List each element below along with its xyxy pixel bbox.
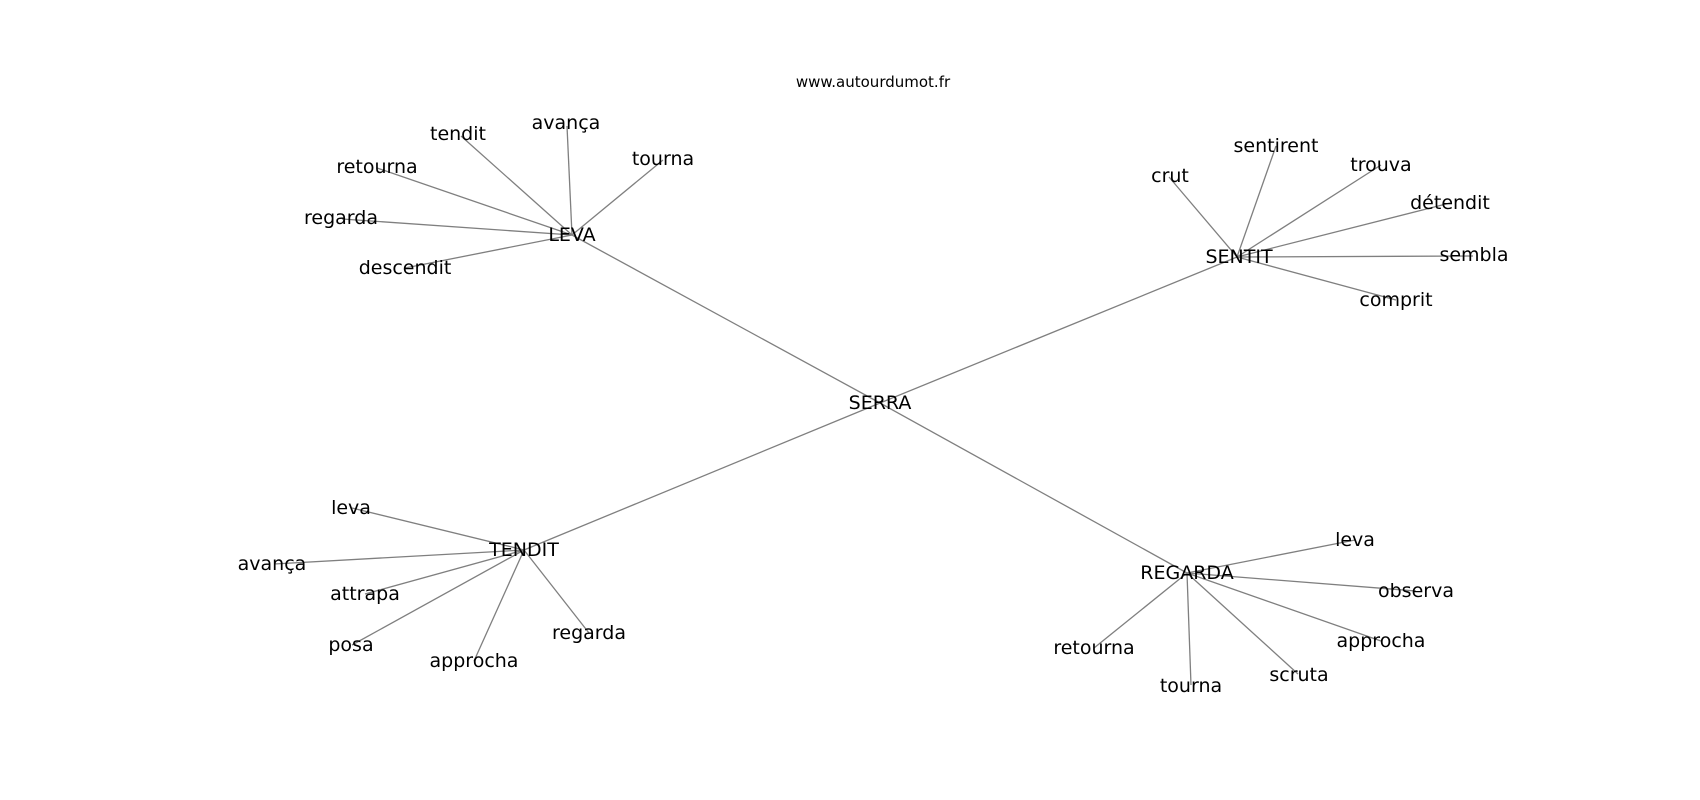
edge-center-sentit	[879, 256, 1238, 404]
edge-tendit-child	[364, 549, 525, 595]
edge-sentit-child	[1236, 145, 1277, 258]
related-word: sembla	[1439, 244, 1508, 266]
edge-regarda-child	[1093, 572, 1188, 649]
site-credit: www.autourdumot.fr	[796, 73, 951, 91]
related-word: retourna	[1053, 637, 1134, 659]
edge-tendit-child	[473, 549, 525, 662]
cluster-word-tendit: TENDIT	[488, 539, 559, 561]
edge-tendit-child	[351, 507, 525, 551]
edge-sentit-child	[1236, 202, 1451, 258]
graph-labels: www.autourdumot.fr SERRA LEVA tendit ava…	[238, 73, 1509, 697]
cluster-word-regarda: REGARDA	[1140, 562, 1233, 584]
edge-sentit-child	[1236, 255, 1474, 258]
edge-leva-child	[460, 135, 573, 236]
edge-regarda-child	[1186, 572, 1382, 642]
related-word: descendit	[359, 257, 452, 279]
related-word: scruta	[1269, 664, 1328, 686]
related-word: leva	[331, 497, 371, 519]
related-word: retourna	[336, 156, 417, 178]
edge-regarda-child	[1186, 572, 1299, 675]
edge-leva-child	[571, 159, 664, 236]
edge-leva-child	[404, 234, 573, 269]
related-word: regarda	[552, 622, 626, 644]
related-word: comprit	[1359, 289, 1432, 311]
edge-tendit-child	[273, 549, 525, 565]
edge-tendit-child	[351, 549, 525, 646]
graph-edges	[273, 125, 1474, 686]
related-word: approcha	[430, 650, 519, 672]
edge-sentit-child	[1236, 164, 1382, 258]
edge-regarda-child	[1186, 572, 1192, 686]
related-word: leva	[1335, 529, 1375, 551]
edge-sentit-child	[1236, 256, 1397, 301]
related-word: attrapa	[330, 583, 400, 605]
related-word: détendit	[1410, 192, 1490, 214]
edge-sentit-child	[1168, 176, 1238, 258]
edge-center-leva	[571, 234, 881, 404]
related-word: sentirent	[1234, 135, 1319, 157]
edge-tendit-child	[523, 549, 590, 634]
edge-leva-child	[376, 167, 573, 236]
edge-leva-child	[566, 125, 573, 236]
related-word: posa	[328, 634, 373, 656]
related-word: regarda	[304, 207, 378, 229]
cluster-word-sentit: SENTIT	[1205, 246, 1272, 268]
edge-leva-child	[341, 218, 573, 236]
related-word: avança	[532, 112, 601, 134]
cluster-word-leva: LEVA	[548, 224, 595, 246]
related-word: tourna	[1160, 675, 1222, 697]
related-word: approcha	[1337, 630, 1426, 652]
edge-center-tendit	[523, 402, 881, 551]
edge-regarda-child	[1186, 539, 1356, 574]
related-word: avança	[238, 553, 307, 575]
related-word: trouva	[1350, 154, 1411, 176]
related-word: crut	[1151, 165, 1189, 187]
edge-center-regarda	[879, 402, 1188, 574]
center-word: SERRA	[849, 392, 912, 414]
related-word: tendit	[430, 123, 486, 145]
edge-regarda-child	[1186, 572, 1417, 592]
related-word: observa	[1378, 580, 1454, 602]
related-word: tourna	[632, 148, 694, 170]
